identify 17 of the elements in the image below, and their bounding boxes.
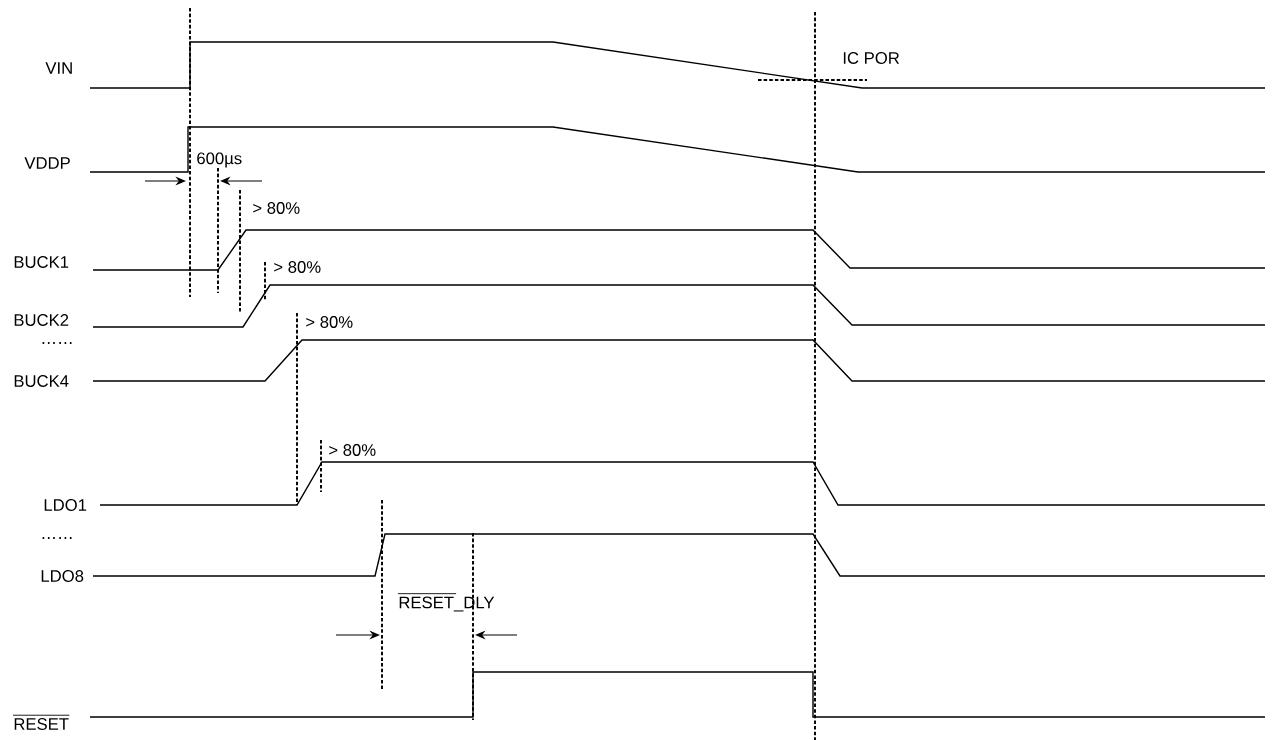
threshold-label: > 80% (253, 202, 300, 214)
timing-label: 600µs (197, 152, 242, 168)
signal-label: BUCK2 (14, 314, 69, 326)
signal-label: BUCK1 (14, 256, 69, 268)
signal-label: LDO8 (41, 570, 84, 582)
threshold-label: > 80% (274, 261, 321, 273)
timing-label: RESET_DLY (397, 593, 495, 612)
threshold-label: > 80% (306, 316, 353, 328)
ellipsis: …… (42, 342, 72, 344)
signal-label: BUCK4 (14, 375, 69, 387)
ellipsis: …… (42, 537, 72, 539)
signal-label: VIN (45, 62, 72, 74)
threshold-label: > 80% (329, 444, 376, 456)
signal-label: RESET (12, 714, 70, 730)
signal-label: LDO1 (44, 499, 87, 511)
annotation-label: IC POR (843, 52, 900, 64)
signal-label: VDDP (24, 157, 70, 169)
